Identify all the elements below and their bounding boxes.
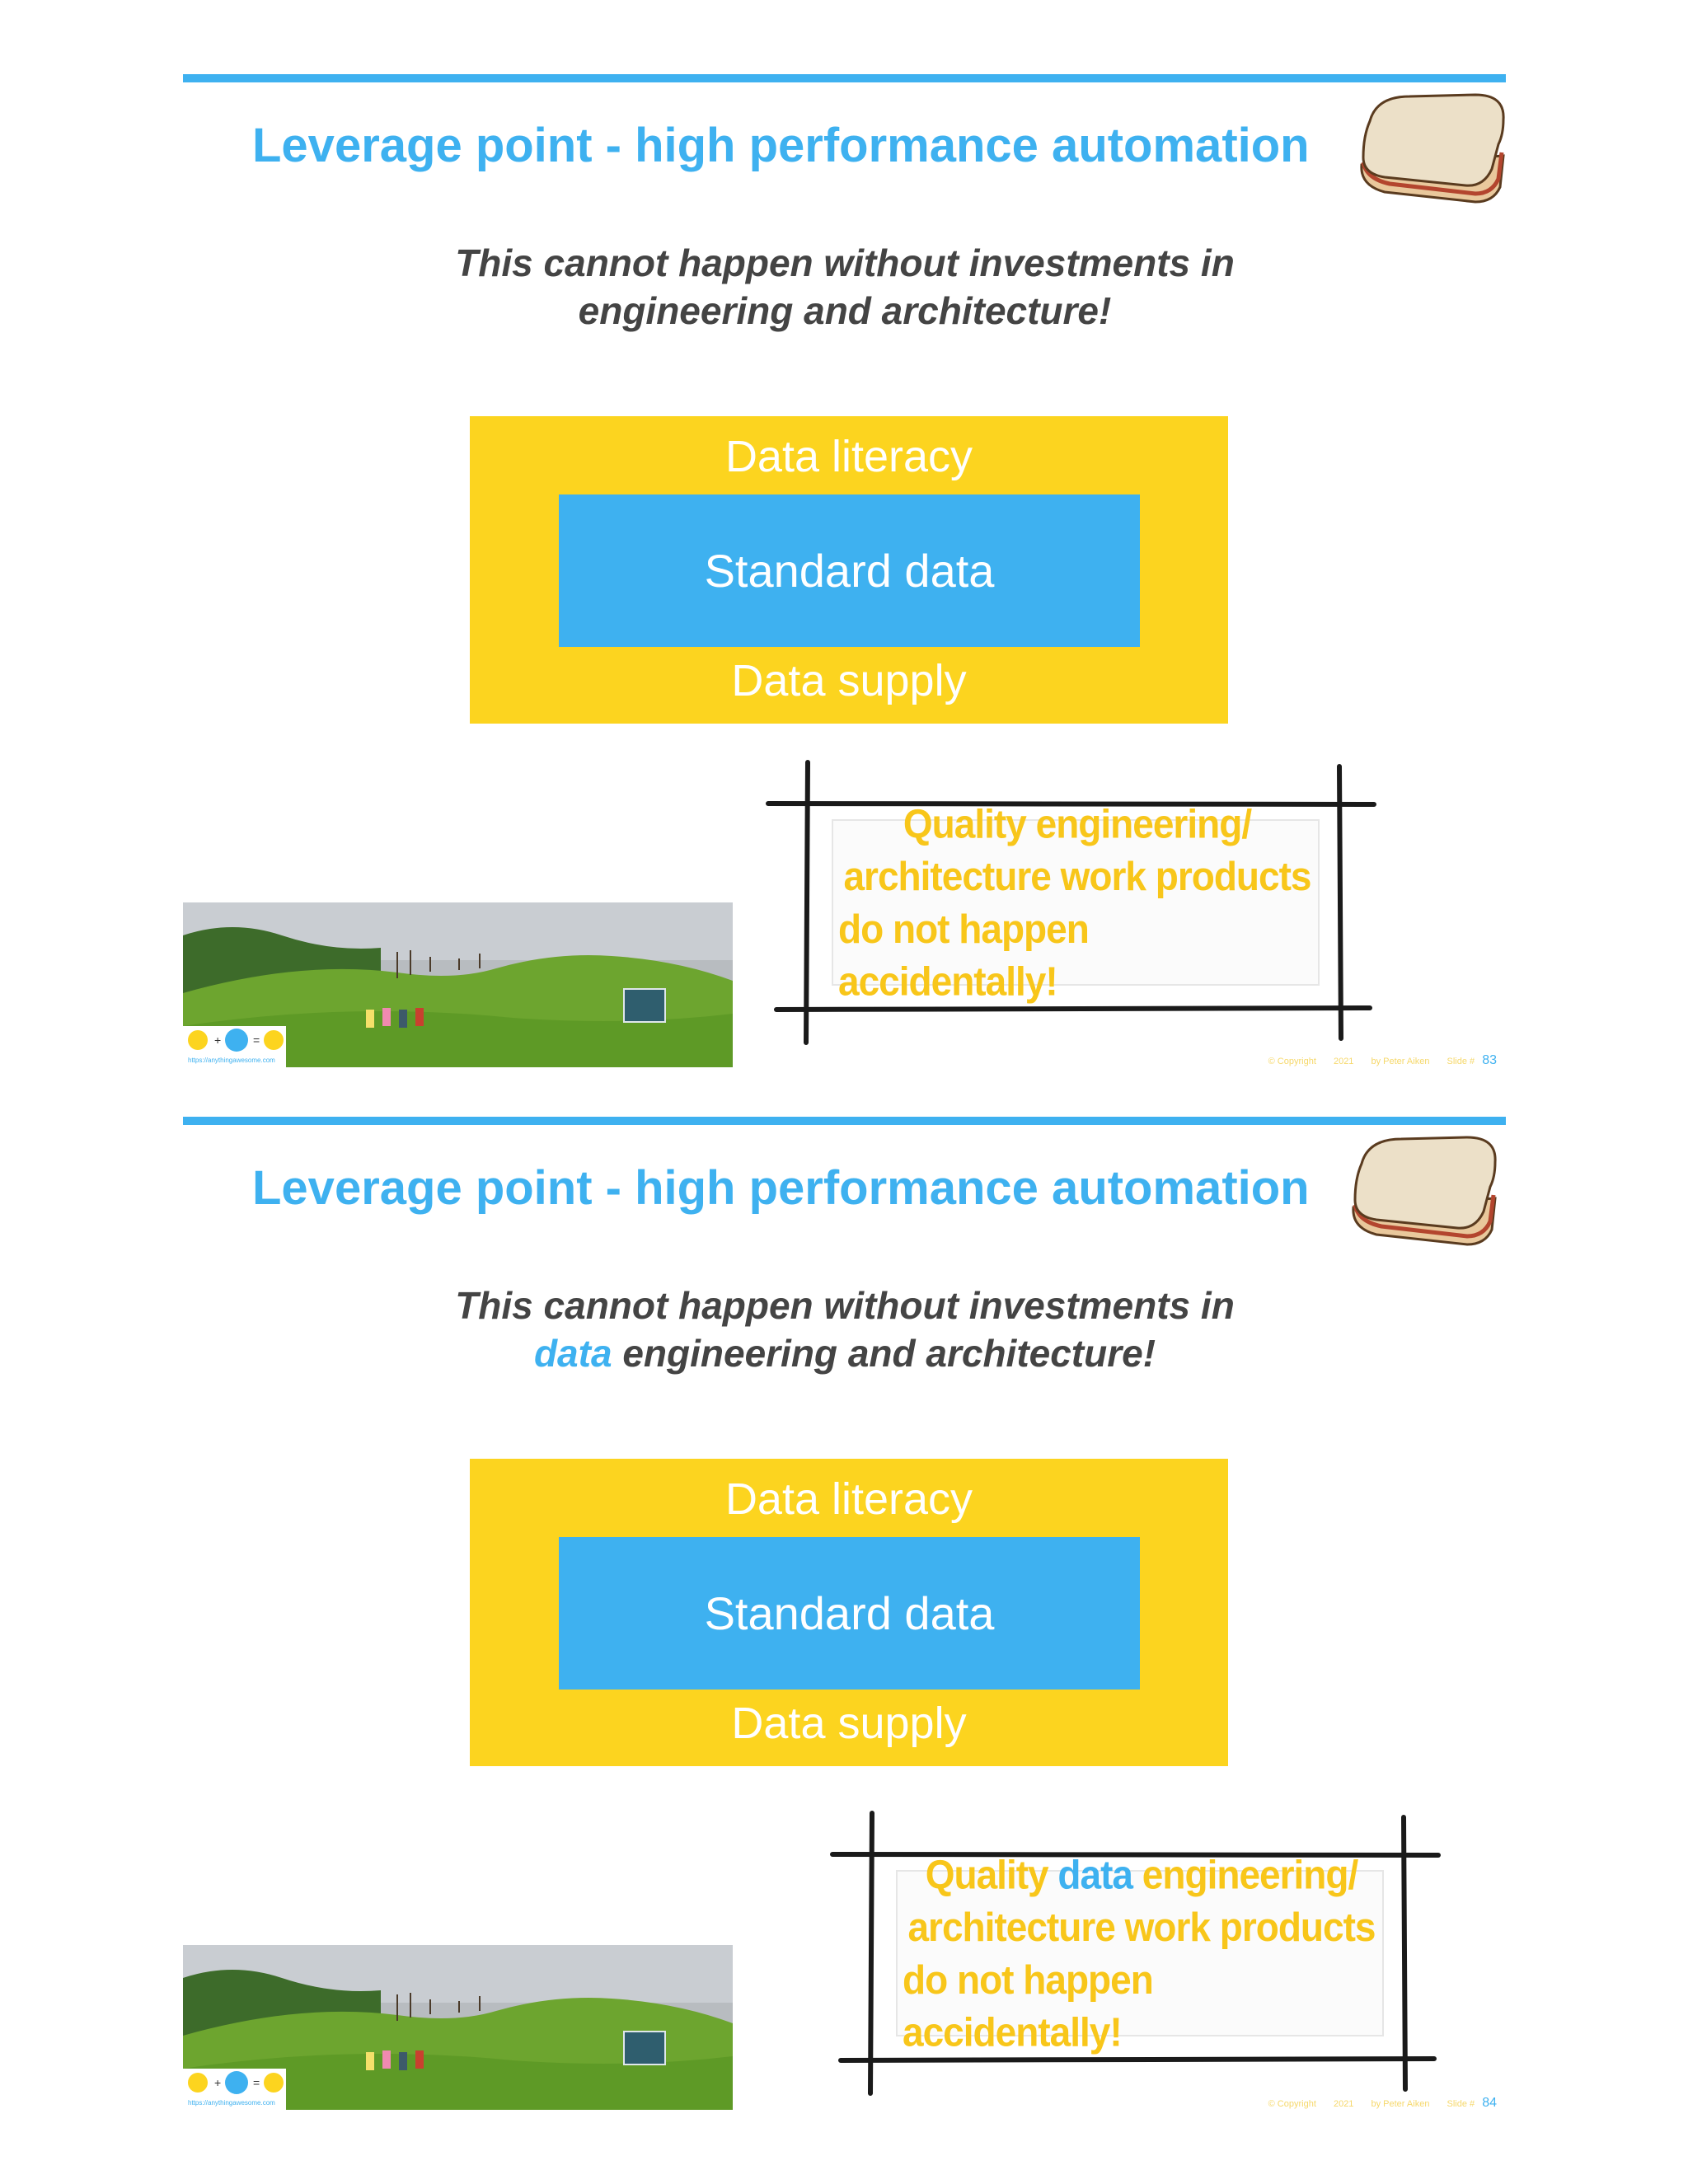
subtitle-line-1: This cannot happen without investments i… [455, 1284, 1235, 1327]
subtitle-line-2-text: engineering and architecture! [622, 1332, 1156, 1375]
subtitle-line-2: data engineering and architecture! [346, 1329, 1343, 1377]
sandwich-icon [1360, 93, 1505, 204]
svg-text:+: + [214, 2076, 221, 2089]
quality-line-2: architecture work products [843, 853, 1311, 899]
data-literacy-box: Data literacy Standard data Data supply [470, 1459, 1228, 1766]
footer-copyright: © Copyright [1268, 1057, 1316, 1066]
svg-text:+: + [214, 1033, 221, 1047]
subtitle-line-2-text: engineering and architecture! [578, 289, 1112, 332]
data-supply-label: Data supply [731, 1699, 967, 1748]
standard-data-label: Standard data [704, 545, 995, 597]
slide-subtitle: This cannot happen without investments i… [346, 1282, 1343, 1377]
quality-line-3: do not happen accidentally! [838, 906, 1090, 1004]
standard-data-label: Standard data [704, 1587, 995, 1639]
data-literacy-box: Data literacy Standard data Data supply [470, 416, 1228, 724]
footer-year: 2021 [1333, 2099, 1354, 2109]
quality-message: Quality data engineering/ architecture w… [903, 1852, 1381, 2055]
slide-footer: © Copyright 2021 by Peter Aiken Slide # … [1268, 2096, 1497, 2111]
slide-84: Leverage point - high performance automa… [0, 1043, 1688, 2110]
sketch-frame-border [830, 1811, 1441, 2096]
slide-footer: © Copyright 2021 by Peter Aiken Slide # … [1268, 1053, 1497, 1068]
footer-page-number: 84 [1482, 2096, 1497, 2110]
data-literacy-label: Data literacy [724, 1474, 973, 1524]
quality-line-1: Quality data engineering/ [925, 1852, 1359, 1898]
footer-copyright: © Copyright [1268, 2099, 1316, 2109]
data-supply-label: Data supply [731, 656, 967, 705]
standard-data-box: Standard data [559, 494, 1140, 647]
sketch-frame-border [766, 760, 1376, 1045]
footer-slide-label: Slide # [1447, 2099, 1475, 2109]
footer-page-number: 83 [1482, 1053, 1497, 1067]
footer-slide-label: Slide # [1447, 1057, 1475, 1066]
data-literacy-label: Data literacy [724, 432, 973, 481]
quality-frame: Quality data engineering/ architecture w… [824, 1805, 1451, 2102]
slide-subtitle: This cannot happen without investments i… [346, 239, 1343, 335]
slide-title: Leverage point - high performance automa… [252, 1161, 1310, 1215]
svg-text:=: = [253, 1033, 260, 1047]
photo-caption: https://anythingawesome.com [188, 2099, 275, 2107]
standard-data-box: Standard data [559, 1537, 1140, 1690]
title-rule [183, 1117, 1506, 1125]
sandwich-icon [1352, 1136, 1497, 1246]
quality-message: Quality engineering/ architecture work p… [838, 801, 1316, 1004]
quality-line-3: do not happen accidentally! [903, 1957, 1154, 2055]
footer-author: by Peter Aiken [1371, 2099, 1430, 2109]
subtitle-line-1: This cannot happen without investments i… [455, 241, 1235, 284]
title-rule [183, 74, 1506, 82]
slide-title: Leverage point - high performance automa… [252, 119, 1310, 172]
photo-caption: https://anythingawesome.com [188, 1057, 275, 1064]
footer-year: 2021 [1333, 1057, 1354, 1066]
quality-frame: Quality engineering/ architecture work p… [760, 754, 1386, 1051]
quality-line-2: architecture work products [907, 1904, 1376, 1950]
subtitle-line-2: engineering and architecture! [346, 287, 1343, 335]
tea-plantation-photo: + = https://anythingawesome.com [183, 902, 733, 1067]
subtitle-accent: data [533, 1332, 612, 1375]
svg-text:=: = [253, 2076, 260, 2089]
slide-83: Leverage point - high performance automa… [0, 0, 1688, 1067]
footer-author: by Peter Aiken [1371, 1057, 1430, 1066]
quality-line-1: Quality engineering/ [903, 801, 1252, 847]
tea-plantation-photo: + = https://anythingawesome.com [183, 1945, 733, 2110]
